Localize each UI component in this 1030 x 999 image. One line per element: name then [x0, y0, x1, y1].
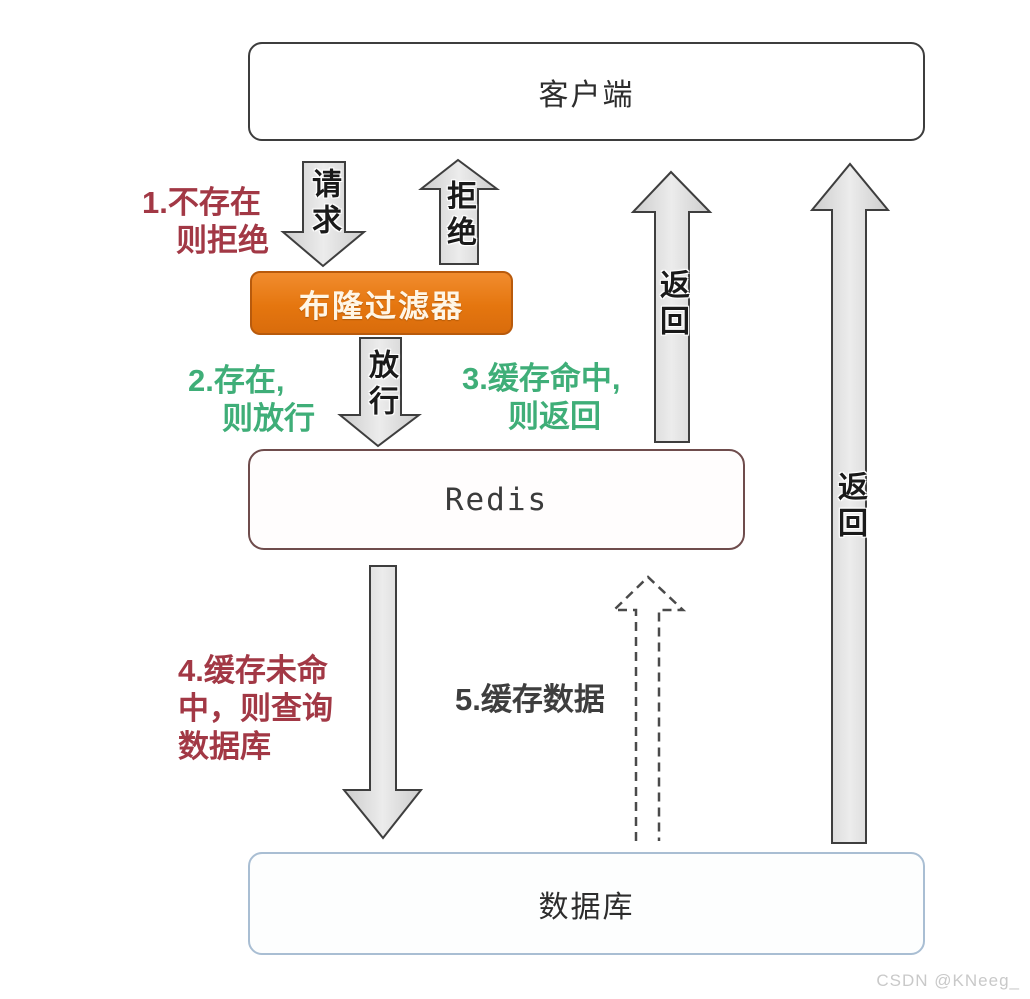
arrow-label-pass: 放行: [364, 349, 397, 421]
annotation-1-line-1: 1.不存在: [142, 185, 261, 220]
annotation-3-line-1: 3.缓存命中,: [462, 361, 621, 396]
annotation-1-line-2: 则拒绝: [176, 223, 269, 258]
arrow-label-return-redis: 返回: [655, 269, 688, 341]
node-client-box: 客户端: [248, 42, 925, 141]
node-redis-box: Redis: [248, 449, 745, 550]
node-bloom-filter-box: 布隆过滤器: [250, 271, 513, 335]
arrow-label-reject: 拒绝: [442, 180, 475, 252]
annotation-4-line-1: 4.缓存未命: [178, 653, 328, 688]
node-database-box: 数据库: [248, 852, 925, 955]
node-database-label: 数据库: [538, 890, 635, 924]
annotation-3: 3.缓存命中, 则返回: [462, 360, 620, 436]
watermark: CSDN @KNeeg_: [876, 971, 1020, 990]
node-client-label: 客户端: [538, 78, 635, 112]
arrow-label-request: 请求: [307, 168, 340, 240]
annotation-4-line-3: 数据库: [178, 729, 271, 764]
arrow-cache-data-dashed: [610, 575, 687, 841]
annotation-4-line-2: 中，则查询: [178, 691, 333, 726]
node-redis-label: Redis: [444, 481, 549, 518]
arrow-request: [280, 161, 367, 268]
annotation-3-line-2: 则返回: [508, 399, 601, 434]
arrow-return-redis-to-client: [630, 170, 713, 443]
arrow-return-db-to-client: [809, 162, 891, 844]
annotation-2: 2.存在, 则放行: [188, 362, 315, 438]
annotation-5: 5.缓存数据: [455, 681, 605, 719]
annotation-5-line-1: 5.缓存数据: [455, 682, 605, 717]
annotation-1: 1.不存在 则拒绝: [142, 184, 269, 260]
arrow-reject: [418, 158, 501, 265]
annotation-4: 4.缓存未命 中，则查询 数据库: [178, 652, 333, 766]
arrow-pass: [337, 337, 422, 448]
annotation-2-line-2: 则放行: [222, 401, 315, 436]
arrow-label-return-db: 返回: [833, 471, 866, 543]
annotation-2-line-1: 2.存在,: [188, 363, 285, 398]
node-bloom-filter-label: 布隆过滤器: [299, 288, 464, 324]
arrow-query-db: [341, 565, 424, 840]
